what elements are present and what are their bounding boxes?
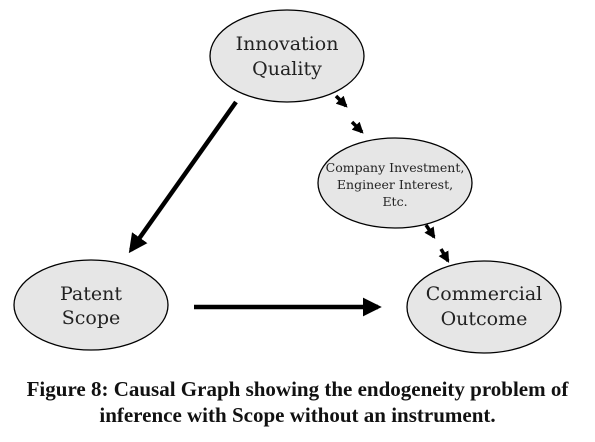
node-commercial-outcome: Commercial Outcome [406,260,562,354]
edge-quality-to-investment-dash-2 [350,120,364,134]
node-commercial-outcome-shape [406,260,562,354]
node-company-investment-label-3: Etc. [382,194,407,209]
node-company-investment-shape [317,137,473,229]
node-commercial-outcome-label-2: Outcome [441,308,528,330]
figure-caption: Figure 8: Causal Graph showing the endog… [0,376,595,428]
edge-investment-to-outcome-dash-2 [438,248,450,263]
node-patent-scope-shape [13,259,169,351]
node-company-investment: Company Investment, Engineer Interest, E… [317,137,473,229]
node-company-investment-label-2: Engineer Interest, [337,177,453,192]
edge-investment-to-outcome-dash-1 [424,224,436,239]
node-patent-scope-label-2: Scope [62,307,121,329]
node-innovation-quality-label-2: Quality [252,58,322,80]
figure-caption-line-2: inference with Scope without an instrume… [99,403,496,427]
edge-quality-to-investment-dash-1 [334,94,348,108]
node-patent-scope-label-1: Patent [60,283,122,305]
node-patent-scope: Patent Scope [13,259,169,351]
figure-caption-line-1: Figure 8: Causal Graph showing the endog… [26,377,569,401]
node-company-investment-label-1: Company Investment, [326,160,465,175]
edge-quality-to-scope-arrow [128,100,238,254]
node-commercial-outcome-label-1: Commercial [426,283,542,305]
node-innovation-quality-label-1: Innovation [236,33,339,55]
node-innovation-quality: Innovation Quality [209,9,365,103]
node-innovation-quality-shape [209,9,365,103]
causal-graph: Innovation Quality Company Investment, E… [13,9,562,354]
